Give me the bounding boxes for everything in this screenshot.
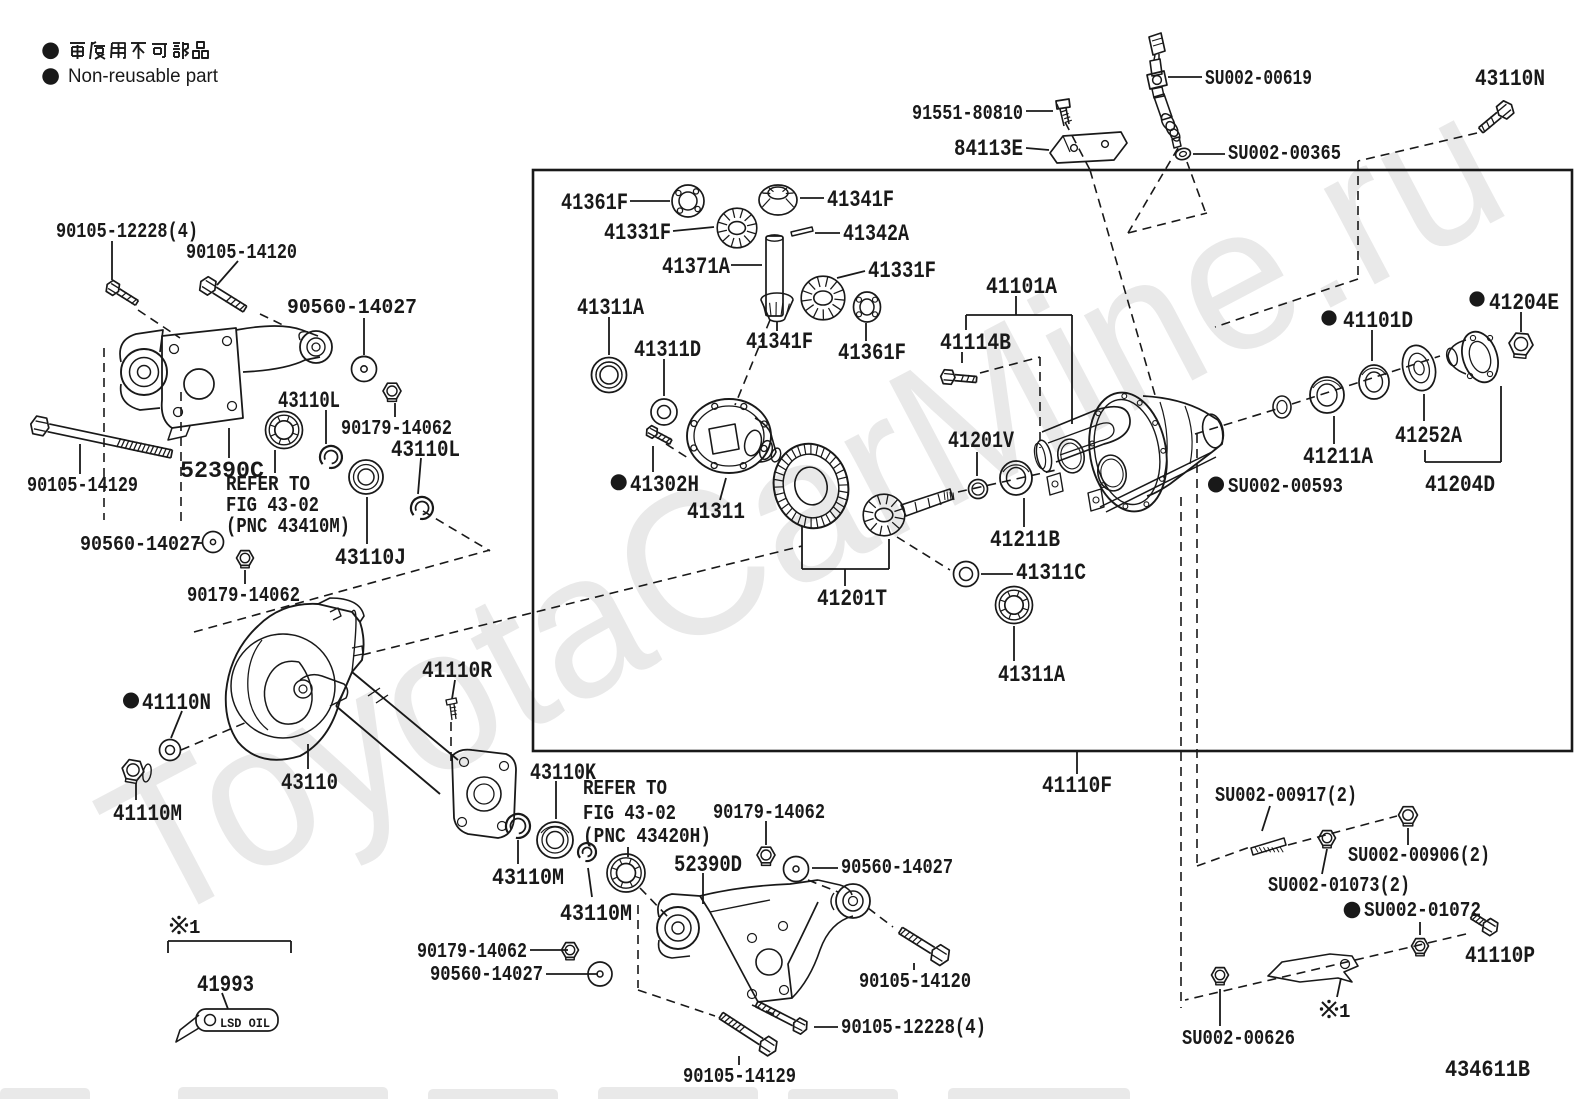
svg-text:41371A: 41371A	[662, 254, 731, 281]
svg-text:41331F: 41331F	[868, 258, 936, 285]
svg-text:REFER TO: REFER TO	[226, 474, 310, 497]
svg-text:41110P: 41110P	[1465, 943, 1535, 970]
svg-text:43110: 43110	[281, 770, 338, 797]
svg-text:41110F: 41110F	[1042, 773, 1112, 800]
svg-text:90560-14027: 90560-14027	[287, 297, 417, 320]
svg-text:41110M: 41110M	[113, 801, 182, 828]
svg-text:41311: 41311	[687, 499, 745, 526]
svg-text:41110N: 41110N	[142, 690, 211, 717]
svg-text:52390D: 52390D	[674, 852, 742, 879]
svg-text:41993: 41993	[197, 972, 254, 999]
svg-text:FIG 43-02: FIG 43-02	[583, 803, 676, 826]
svg-text:43110L: 43110L	[391, 437, 460, 464]
svg-text:41201V: 41201V	[948, 428, 1015, 455]
svg-text:41361F: 41361F	[838, 340, 906, 367]
svg-text:90105-14129: 90105-14129	[683, 1066, 796, 1089]
svg-text:41311D: 41311D	[634, 337, 701, 364]
svg-text:SU002-00906(2): SU002-00906(2)	[1348, 845, 1490, 868]
svg-text:90179-14062: 90179-14062	[417, 941, 527, 964]
svg-text:90105-14120: 90105-14120	[186, 242, 297, 265]
svg-text:41341F: 41341F	[827, 187, 894, 214]
svg-text:41110R: 41110R	[422, 658, 493, 685]
svg-text:434611B: 434611B	[1445, 1057, 1530, 1084]
svg-text:41101A: 41101A	[986, 274, 1058, 301]
svg-text:91551-80810: 91551-80810	[912, 103, 1023, 126]
svg-text:LSD OIL: LSD OIL	[220, 1016, 270, 1031]
svg-text:41311A: 41311A	[998, 662, 1066, 689]
svg-text:90179-14062: 90179-14062	[187, 585, 300, 608]
svg-text:90105-12228(4): 90105-12228(4)	[56, 221, 198, 244]
svg-text:43110M: 43110M	[492, 865, 564, 892]
svg-text:41311A: 41311A	[577, 295, 645, 322]
svg-text:SU002-00917(2): SU002-00917(2)	[1215, 785, 1357, 808]
svg-text:43110M: 43110M	[560, 901, 632, 928]
svg-text:FIG 43-02: FIG 43-02	[226, 495, 319, 518]
svg-text:43110J: 43110J	[335, 545, 406, 572]
svg-text:41114B: 41114B	[940, 330, 1011, 357]
svg-text:SU002-01072: SU002-01072	[1364, 900, 1481, 923]
svg-text:REFER TO: REFER TO	[583, 778, 667, 801]
svg-text:SU002-00619: SU002-00619	[1205, 68, 1312, 91]
svg-text:90105-12228(4): 90105-12228(4)	[841, 1017, 986, 1040]
svg-text:41211A: 41211A	[1303, 444, 1374, 471]
svg-text:SU002-00365: SU002-00365	[1228, 143, 1341, 166]
svg-text:Non-reusable part: Non-reusable part	[68, 66, 219, 87]
svg-text:1: 1	[189, 917, 200, 939]
svg-text:1: 1	[1339, 1001, 1350, 1023]
svg-text:41331F: 41331F	[604, 220, 671, 247]
svg-text:41361F: 41361F	[561, 190, 628, 217]
svg-text:41211B: 41211B	[990, 527, 1060, 554]
svg-text:90560-14027: 90560-14027	[430, 964, 543, 987]
svg-text:41204D: 41204D	[1425, 472, 1495, 499]
svg-text:90179-14062: 90179-14062	[713, 802, 825, 825]
svg-text:SU002-00626: SU002-00626	[1182, 1028, 1295, 1051]
svg-text:SU002-01073(2): SU002-01073(2)	[1268, 875, 1410, 898]
svg-text:41252A: 41252A	[1395, 423, 1463, 450]
svg-text:84113E: 84113E	[954, 136, 1023, 163]
svg-text:41342A: 41342A	[843, 221, 910, 248]
svg-text:41101D: 41101D	[1343, 308, 1413, 335]
svg-text:41204E: 41204E	[1489, 290, 1559, 317]
svg-text:(PNC 43420H): (PNC 43420H)	[583, 826, 711, 849]
svg-text:90560-14027: 90560-14027	[841, 857, 953, 880]
svg-text:90560-14027: 90560-14027	[80, 534, 201, 557]
svg-text:41302H: 41302H	[630, 472, 699, 499]
svg-text:90105-14120: 90105-14120	[859, 971, 971, 994]
svg-text:41201T: 41201T	[817, 586, 887, 613]
svg-text:SU002-00593: SU002-00593	[1228, 476, 1343, 499]
svg-text:43110N: 43110N	[1475, 66, 1545, 93]
svg-text:41311C: 41311C	[1016, 560, 1086, 587]
svg-text:90105-14129: 90105-14129	[27, 475, 138, 498]
svg-text:(PNC 43410M): (PNC 43410M)	[226, 516, 350, 539]
